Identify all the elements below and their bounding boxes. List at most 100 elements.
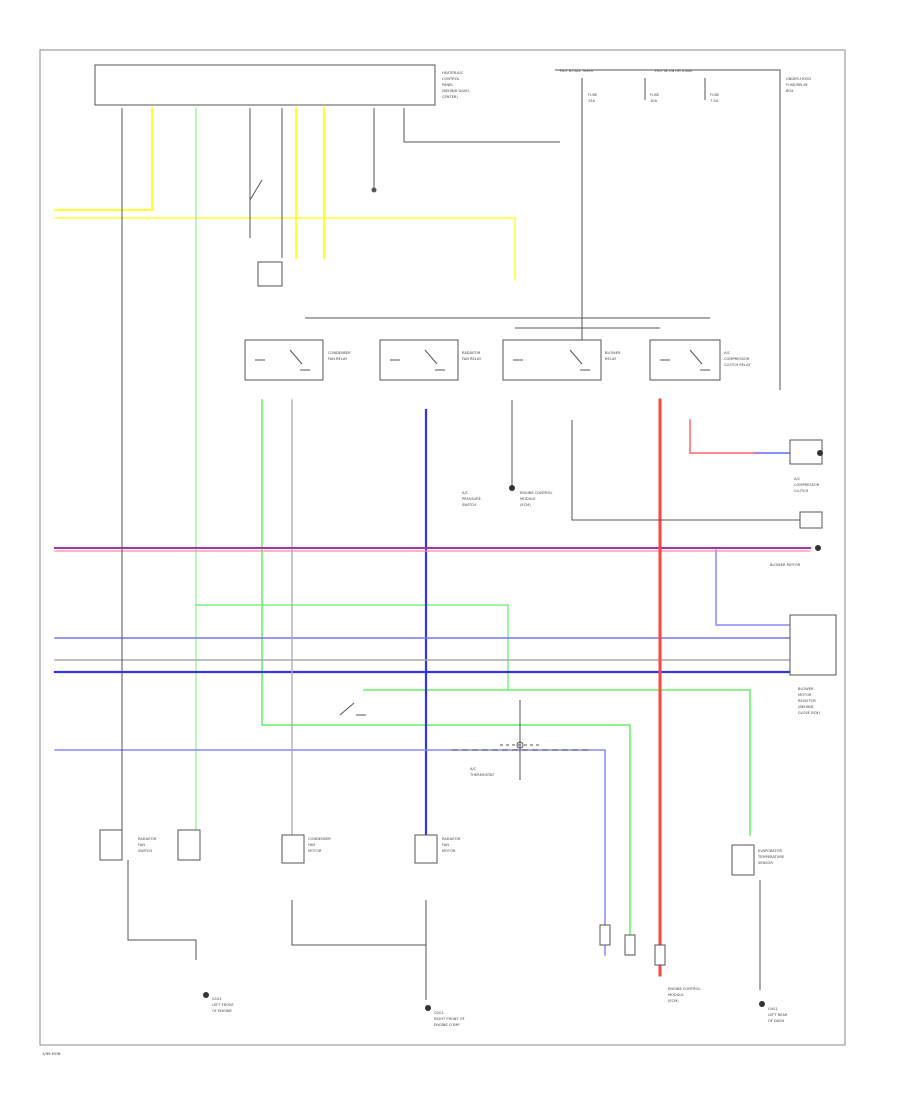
svg-text:OF ENGINE: OF ENGINE — [212, 1009, 233, 1013]
svg-text:CONTROL: CONTROL — [442, 77, 460, 81]
svg-text:10A: 10A — [650, 99, 658, 103]
svg-text:GLOVE BOX): GLOVE BOX) — [798, 711, 821, 715]
wire-red-2 — [689, 419, 756, 454]
radiator-fan-motor: RADIATOR FAN MOTOR — [414, 834, 461, 864]
ecm-bottom-label: ENGINE CONTROL MODULE (ECM) — [668, 987, 700, 1003]
svg-text:LEFT REAR: LEFT REAR — [768, 1013, 788, 1017]
wires — [53, 107, 811, 977]
diagram-frame — [39, 49, 846, 1046]
condenser-fan-motor: CONDENSER FAN MOTOR — [281, 834, 331, 864]
svg-text:MODULE: MODULE — [668, 993, 684, 997]
mid-switches: A/C THERMOSTAT — [339, 702, 540, 777]
svg-text:FAN RELAY: FAN RELAY — [328, 357, 348, 361]
svg-text:FUSE: FUSE — [710, 93, 720, 97]
page-code: 1/99 HON — [42, 1051, 61, 1056]
blower-motor: BLOWER MOTOR — [770, 511, 823, 567]
compressor-clutch: A/C COMPRESSOR CLUTCH — [789, 439, 823, 493]
svg-text:UNDER-HOOD: UNDER-HOOD — [786, 77, 811, 81]
svg-text:G401: G401 — [768, 1007, 778, 1011]
svg-text:RIGHT FRONT OF: RIGHT FRONT OF — [434, 1017, 465, 1021]
svg-text:SENSOR: SENSOR — [758, 861, 773, 865]
relay-blower: BLOWER RELAY — [502, 339, 621, 381]
svg-text:CLUTCH: CLUTCH — [794, 489, 808, 493]
svg-text:CENTER): CENTER) — [442, 95, 458, 99]
svg-text:RELAY: RELAY — [605, 357, 617, 361]
svg-text:G201: G201 — [434, 1011, 444, 1015]
svg-text:RADIATOR: RADIATOR — [462, 351, 481, 355]
wire-yellow-4 — [54, 217, 516, 281]
blower-resistor: BLOWER MOTOR RESISTOR (BEHIND GLOVE BOX) — [789, 614, 837, 715]
svg-text:ENGINE COMP: ENGINE COMP — [434, 1023, 460, 1027]
svg-text:MOTOR: MOTOR — [308, 849, 322, 853]
svg-text:MODULE: MODULE — [520, 497, 536, 501]
control-switch — [249, 179, 377, 287]
svg-text:MOTOR: MOTOR — [798, 693, 812, 697]
wire-green-2 — [195, 604, 509, 691]
svg-text:TEMPERATURE: TEMPERATURE — [757, 855, 785, 859]
svg-text:CONDENSER: CONDENSER — [308, 837, 331, 841]
svg-text:PRESSURE: PRESSURE — [462, 497, 482, 501]
svg-text:SWITCH: SWITCH — [462, 503, 476, 507]
svg-text:COMPRESSOR: COMPRESSOR — [794, 483, 820, 487]
svg-text:FAN: FAN — [442, 843, 449, 847]
svg-text:BOX: BOX — [786, 89, 794, 93]
svg-text:RADIATOR: RADIATOR — [138, 837, 157, 841]
svg-text:7.5A: 7.5A — [710, 99, 719, 103]
svg-text:HEATER-A/C: HEATER-A/C — [442, 71, 464, 75]
pressure-switch: A/C PRESSURE SWITCH ENGINE CONTROL MODULE (E… — [462, 485, 552, 507]
relay-condenser-fan: CONDENSER FAN RELAY — [244, 339, 351, 381]
svg-text:BLOWER: BLOWER — [605, 351, 621, 355]
control-unit-box — [94, 64, 436, 106]
svg-text:FAN: FAN — [138, 843, 145, 847]
wire-light-blue-2 — [54, 749, 606, 956]
svg-text:FAN: FAN — [308, 843, 315, 847]
svg-text:SWITCH: SWITCH — [138, 849, 152, 853]
svg-text:A/C: A/C — [724, 351, 731, 355]
control-unit-label: HEATER-A/C CONTROL PANEL (BEHIND DASH, C… — [442, 71, 470, 99]
svg-text:RADIATOR: RADIATOR — [442, 837, 461, 841]
svg-text:BLOWER: BLOWER — [798, 687, 814, 691]
svg-text:FUSE: FUSE — [650, 93, 660, 97]
svg-text:A/C: A/C — [470, 767, 477, 771]
svg-text:FUSE/RELAY: FUSE/RELAY — [786, 83, 808, 87]
svg-text:BLOWER MOTOR: BLOWER MOTOR — [770, 563, 801, 567]
svg-text:G101: G101 — [212, 997, 222, 1001]
svg-text:CONDENSER: CONDENSER — [328, 351, 351, 355]
hot-in-on-label: HOT IN ON OR START — [655, 69, 694, 73]
svg-text:15A: 15A — [588, 99, 596, 103]
svg-text:LEFT FRONT: LEFT FRONT — [212, 1003, 235, 1007]
svg-text:FUSE: FUSE — [588, 93, 598, 97]
wire-green-3 — [261, 399, 631, 956]
svg-text:EVAPORATOR: EVAPORATOR — [758, 849, 783, 853]
wire-green-4 — [363, 689, 751, 836]
temp-switch-left: RADIATOR FAN SWITCH — [99, 829, 201, 861]
svg-text:THERMOSTAT: THERMOSTAT — [469, 773, 495, 777]
svg-text:(ECM): (ECM) — [520, 503, 531, 507]
underhood-box-label: UNDER-HOOD FUSE/RELAY BOX — [786, 77, 811, 93]
bottom-connectors — [599, 924, 666, 966]
svg-text:A/C: A/C — [462, 491, 469, 495]
svg-text:COMPRESSOR: COMPRESSOR — [724, 357, 750, 361]
svg-text:(BEHIND DASH,: (BEHIND DASH, — [442, 89, 470, 93]
relay-radiator-fan: RADIATOR FAN RELAY — [379, 339, 482, 381]
svg-text:ENGINE CONTROL: ENGINE CONTROL — [520, 491, 552, 495]
svg-text:RESISTOR: RESISTOR — [798, 699, 816, 703]
wire-yellow-1 — [54, 107, 153, 211]
svg-text:PANEL: PANEL — [442, 83, 453, 87]
fuse-labels: FUSE 15A FUSE 10A FUSE 7.5A — [588, 93, 720, 103]
svg-text:(BEHIND: (BEHIND — [798, 705, 814, 709]
hot-all-times-label: HOT AT ALL TIMES — [560, 69, 594, 73]
svg-text:OF DASH: OF DASH — [768, 1019, 784, 1023]
svg-text:ENGINE CONTROL: ENGINE CONTROL — [668, 987, 700, 991]
svg-text:(ECM): (ECM) — [668, 999, 679, 1003]
svg-text:MOTOR: MOTOR — [442, 849, 456, 853]
svg-text:FAN RELAY: FAN RELAY — [462, 357, 482, 361]
svg-text:A/C: A/C — [794, 477, 801, 481]
wire-light-blue-3 — [715, 549, 791, 626]
dark-wires — [121, 69, 800, 1000]
